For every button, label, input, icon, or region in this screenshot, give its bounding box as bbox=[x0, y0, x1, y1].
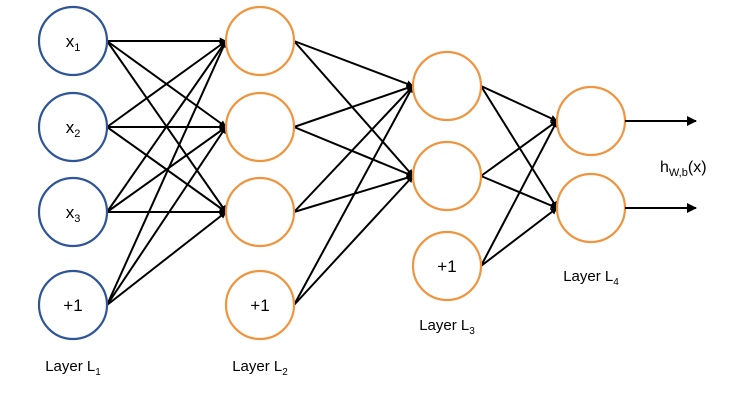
connection-edge bbox=[106, 40, 227, 306]
neuron-node bbox=[224, 91, 296, 163]
neuron-node bbox=[224, 5, 296, 77]
connections bbox=[106, 37, 558, 306]
output-arrows: hW,b(x) bbox=[625, 116, 707, 213]
connection-edge bbox=[480, 120, 558, 177]
layer-label: Layer L2 bbox=[232, 358, 288, 378]
connection-edge bbox=[293, 84, 414, 128]
connection-edge bbox=[293, 40, 414, 177]
neuron-node bbox=[555, 172, 627, 244]
connection-edge bbox=[293, 175, 414, 306]
connection-edge bbox=[293, 126, 414, 177]
layer-label: Layer L1 bbox=[45, 358, 101, 378]
layer-label: Layer L4 bbox=[563, 268, 619, 288]
connection-edge bbox=[293, 85, 414, 213]
connection-edge bbox=[106, 211, 227, 306]
connection-edge bbox=[106, 40, 227, 128]
neuron-node bbox=[224, 269, 296, 341]
neuron-node bbox=[37, 176, 109, 248]
neuron-label: +1 bbox=[250, 296, 269, 315]
connection-edge bbox=[106, 40, 227, 213]
connection-edge bbox=[480, 207, 558, 267]
connection-edge bbox=[480, 85, 558, 209]
layer-label: Layer L3 bbox=[419, 317, 475, 337]
neuron-label: +1 bbox=[63, 296, 82, 315]
neuron-label: +1 bbox=[437, 257, 456, 276]
connection-edge bbox=[480, 120, 558, 267]
connection-edge bbox=[480, 85, 558, 122]
neuron-node bbox=[37, 5, 109, 77]
neuron-node bbox=[555, 85, 627, 157]
layer-labels: Layer L1 Layer L2 Layer L3 Layer L4 bbox=[45, 268, 619, 378]
output-label: hW,b(x) bbox=[660, 159, 707, 179]
neuron-node bbox=[411, 140, 483, 212]
connection-edge bbox=[293, 85, 414, 306]
neuron-node bbox=[224, 176, 296, 248]
neuron-node bbox=[411, 230, 483, 302]
neuron-node bbox=[37, 269, 109, 341]
neuron-node bbox=[411, 50, 483, 122]
connection-edge bbox=[293, 40, 414, 88]
connection-edge bbox=[106, 126, 227, 306]
neuron-node bbox=[37, 91, 109, 163]
connection-edge bbox=[106, 126, 227, 213]
